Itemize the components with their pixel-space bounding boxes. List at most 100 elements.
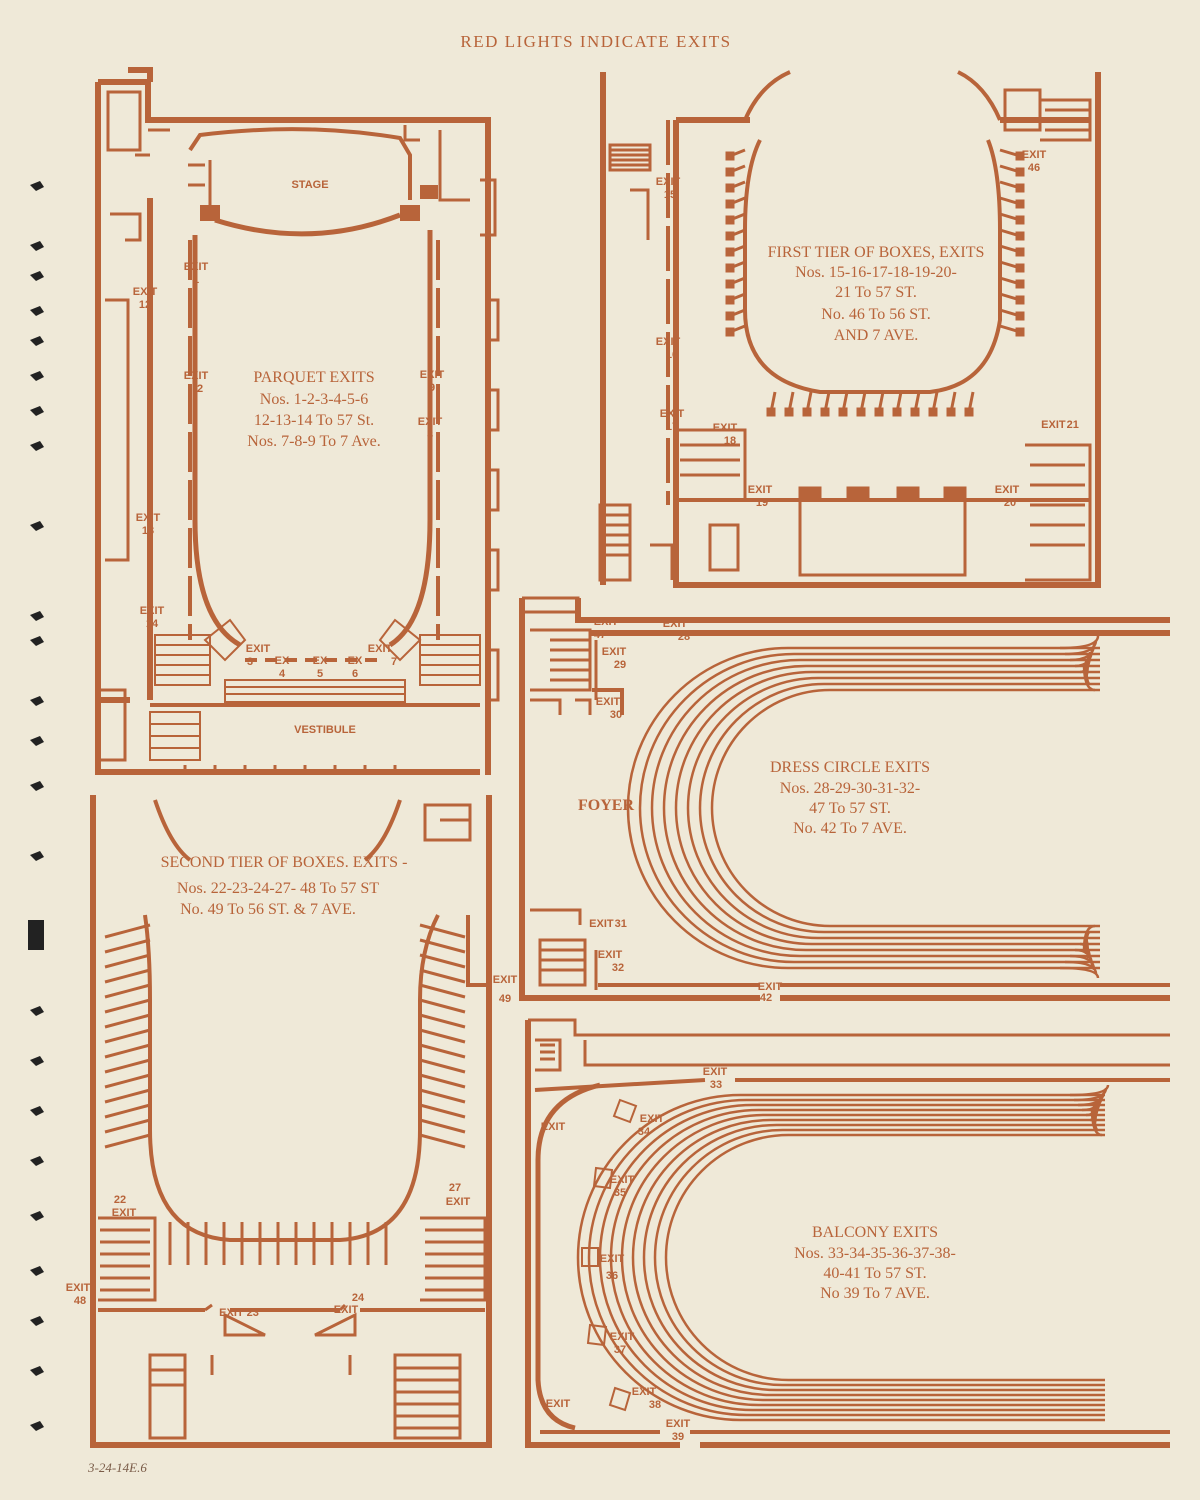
dress-circle-row-end: [1059, 966, 1100, 979]
exit-15-label: EXIT: [656, 176, 681, 188]
dress-circle-caption: DRESS CIRCLE EXITS Nos. 28-29-30-31-32- …: [770, 759, 930, 837]
exit-33-number: 33: [710, 1079, 722, 1091]
dress-circle-row: [686, 676, 1100, 940]
svg-text:Nos. 7-8-9 To 7 Ave.: Nos. 7-8-9 To 7 Ave.: [247, 433, 380, 450]
exit-22-number: 22: [114, 1194, 126, 1206]
exit-35-label: EXIT: [610, 1174, 635, 1186]
svg-text:PARQUET EXITS: PARQUET EXITS: [253, 369, 374, 386]
dress-circle-row: [638, 652, 1100, 964]
box-partition: [104, 1088, 151, 1104]
exit-8-label: EXIT: [418, 416, 443, 428]
box-lamp: [725, 167, 735, 177]
svg-text:BALCONY EXITS: BALCONY EXITS: [812, 1224, 938, 1241]
first-tier-proscenium-left: [743, 70, 791, 121]
parquet-exit-labels: EXIT 1 EXIT 2 EXIT 3 EX 4 EX 5 EX 6 EXIT…: [133, 261, 445, 680]
exit-28-label: EXIT: [663, 618, 688, 630]
box-partition: [104, 968, 151, 984]
exit-38-label: EXIT: [632, 1386, 657, 1398]
balcony-seat-rows: [576, 1084, 1110, 1422]
box-partition: [419, 923, 466, 939]
box-lamp: [1015, 151, 1025, 161]
exit-13-number: 13: [142, 525, 154, 537]
dress-circle-row: [626, 646, 1100, 970]
exit-6-number: 6: [352, 668, 358, 680]
binding-hole: [30, 1156, 44, 1166]
first-tier-walls: [600, 72, 1101, 588]
binding-hole: [30, 306, 44, 316]
exit-19-number: 19: [756, 497, 768, 509]
dress-circle-row-end: [1059, 635, 1100, 650]
first-tier-proscenium-right: [957, 70, 1002, 121]
exit-19-label: EXIT: [748, 484, 773, 496]
binding-hole: [30, 241, 44, 251]
exit-16-label: EXIT: [656, 336, 681, 348]
second-tier-caption: SECOND TIER OF BOXES. EXITS - Nos. 22-23…: [161, 854, 408, 918]
vestibule-label: VESTIBULE: [294, 724, 356, 736]
balcony-row: [576, 1093, 1105, 1422]
box-lamp: [802, 407, 812, 417]
exit-17-number: 17: [666, 421, 678, 433]
box-lamp: [725, 295, 735, 305]
second-tier-walls: [90, 795, 492, 1448]
box-lamp: [784, 407, 794, 417]
exit-1-label: EXIT: [184, 261, 209, 273]
second-tier-proscenium-right: [363, 799, 402, 862]
box-lamp: [1015, 199, 1025, 209]
binding-hole: [30, 271, 44, 281]
box-partition: [104, 938, 151, 954]
exit-37-number: 37: [614, 1344, 626, 1356]
dress-circle-row: [662, 664, 1100, 952]
second-tier-exit-49-wall: [466, 915, 489, 987]
exit-4-number: 4: [279, 668, 286, 680]
exit-39-number: 39: [672, 1431, 684, 1443]
exit-36-number: 36: [606, 1270, 618, 1282]
dress-circle-row-end: [1082, 663, 1096, 692]
box-lamp: [1015, 215, 1025, 225]
svg-text:21 To 57 ST.: 21 To 57 ST.: [835, 284, 917, 301]
box-lamp: [910, 407, 920, 417]
box-lamp: [892, 407, 902, 417]
box-partition: [419, 1073, 466, 1089]
box-partition: [104, 1103, 151, 1119]
binding-hole: [30, 181, 44, 191]
box-partition: [104, 1073, 151, 1089]
binding-hole: [30, 336, 44, 346]
box-partition: [104, 1043, 151, 1059]
exit-42-label: EXIT: [758, 981, 783, 993]
exit-8-number: 8: [427, 429, 433, 441]
svg-text:SECOND TIER OF BOXES. EXITS -: SECOND TIER OF BOXES. EXITS -: [161, 854, 408, 871]
exit-14-number: 14: [146, 618, 159, 630]
balcony-row: [620, 1113, 1105, 1402]
exit-12-label: EXIT: [133, 286, 158, 298]
box-lamp: [874, 407, 884, 417]
box-partition: [104, 953, 151, 969]
svg-text:No. 49 To 56 ST. & 7 AVE.: No. 49 To 56 ST. & 7 AVE.: [180, 901, 356, 918]
balcony-row-end: [1092, 1105, 1099, 1132]
dress-circle-row-end: [1082, 924, 1096, 951]
box-lamp: [928, 407, 938, 417]
second-tier-plan: SECOND TIER OF BOXES. EXITS - Nos. 22-23…: [66, 795, 518, 1448]
dress-circle-exit-labels: EXIT 28 EXIT 29 EXIT 30 EXIT31 EXIT 32 E…: [589, 616, 782, 1004]
dress-circle-rooms: [522, 596, 598, 990]
dress-circle-door-30: [592, 688, 624, 715]
box-partition: [104, 998, 151, 1014]
balcony-row-end: [1090, 1108, 1103, 1137]
balcony-row-end: [1069, 1084, 1110, 1097]
box-lamp: [725, 151, 735, 161]
exit-4-label: EX: [275, 655, 290, 667]
balcony-exit-labels: EXIT 33 EXIT 34 EXIT 35 EXIT 36 EXIT 37 …: [541, 1066, 728, 1443]
exit-lower-left-label: EXIT: [546, 1398, 571, 1410]
balcony-walls: [525, 1020, 1170, 1448]
svg-text:Nos. 22-23-24-27- 48 To 57 ST: Nos. 22-23-24-27- 48 To 57 ST: [177, 880, 379, 897]
exit-32-label: EXIT: [598, 949, 623, 961]
svg-text:DRESS CIRCLE EXITS: DRESS CIRCLE EXITS: [770, 759, 930, 776]
balcony-row: [598, 1103, 1105, 1412]
box-partition: [104, 1133, 151, 1149]
svg-text:47 To 57 ST.: 47 To 57 ST.: [809, 800, 891, 817]
box-lamp: [766, 407, 776, 417]
exit-7-label: EXIT: [368, 643, 393, 655]
second-tier-box-partitions: [104, 923, 466, 1265]
exit-2-number: 2: [197, 383, 203, 395]
